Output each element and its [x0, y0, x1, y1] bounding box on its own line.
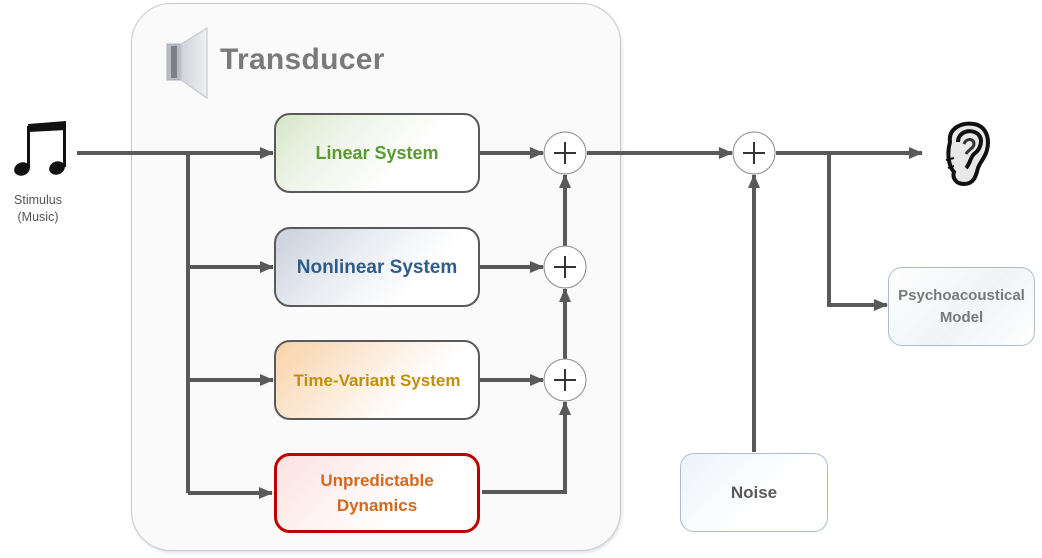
stimulus-label-line2: (Music) [17, 210, 59, 224]
time-variant-system-label: Time-Variant System [293, 370, 461, 390]
psychoacoustic-label-line2: Model [939, 308, 984, 326]
unpredictable-dynamics-block: Unpredictable Dynamics [274, 453, 480, 533]
linear-system-block: Linear System [274, 113, 480, 193]
noise-label: Noise [730, 483, 778, 502]
wire-to-psychoacoustic [827, 153, 888, 311]
psychoacoustic-label-line1: Psychoacoustical [898, 286, 1025, 304]
nonlinear-system-label: Nonlinear System [296, 256, 458, 278]
stimulus-label-line1: Stimulus [14, 193, 62, 207]
summer-2 [543, 245, 587, 289]
noise-block: Noise [680, 453, 828, 532]
linear-system-label: Linear System [315, 142, 439, 163]
wire-unpredictable-out [482, 401, 571, 494]
psychoacoustical-model-block: Psychoacoustical Model [888, 267, 1035, 346]
stimulus-label: Stimulus (Music) [0, 192, 76, 226]
summer-1 [543, 131, 587, 175]
time-variant-system-block: Time-Variant System [274, 340, 480, 420]
speaker-icon [166, 27, 208, 99]
ear-icon [945, 121, 990, 187]
music-note-icon [14, 121, 66, 176]
transducer-title: Transducer [220, 43, 385, 76]
unpredictable-label-line2: Dynamics [336, 496, 418, 515]
summer-noise [732, 131, 776, 175]
nonlinear-system-block: Nonlinear System [274, 227, 480, 307]
unpredictable-label-line1: Unpredictable [320, 471, 434, 490]
summer-3 [543, 358, 587, 402]
